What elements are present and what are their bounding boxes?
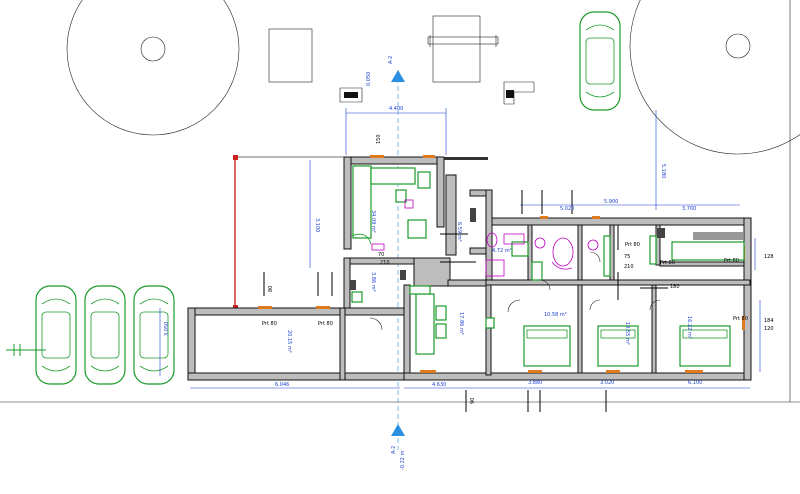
car-left-2: [84, 285, 126, 385]
site-detail-2: [503, 81, 535, 105]
opening-label-6: Prt 80: [660, 260, 675, 266]
dim-bottom-4: 3.020: [600, 380, 614, 386]
code-210a: 210: [380, 260, 390, 266]
code-150: 150: [376, 134, 382, 144]
code-90: 90: [470, 398, 476, 404]
section-marker-top: [391, 70, 405, 82]
section-marker-bottom: [391, 424, 405, 436]
building-walls: [187, 156, 752, 381]
room-area-hall: 6.59 m²: [456, 222, 462, 242]
dim-bottom-3: 3.880: [528, 380, 542, 386]
section-bottom-level: -0.22 m: [400, 450, 406, 470]
opening-label-3: Prt 80: [625, 242, 640, 248]
terrace-outline: [233, 155, 345, 310]
site-boundary: [0, 0, 800, 403]
grid-ticks: [263, 190, 668, 412]
dim-top-2: 5.180: [660, 164, 666, 178]
code-180: 180: [670, 284, 680, 290]
tree-left: [66, 0, 240, 136]
car-top-right: [579, 11, 621, 111]
dim-top-4: 3.700: [682, 206, 696, 212]
pipe-symbol: [427, 35, 499, 47]
entry-arrow: [6, 344, 46, 356]
room-area-kitchen: 17.86 m²: [458, 312, 464, 335]
dim-garage-side: 3.050: [164, 322, 170, 336]
site-block-2: [432, 15, 481, 83]
room-area-bed2: 13.55 m²: [624, 322, 630, 345]
dim-bottom-1: 6.046: [275, 382, 289, 388]
door-swings: [369, 251, 661, 331]
living-furniture: [350, 165, 431, 245]
bed-1: [523, 325, 571, 367]
tree-right: [629, 0, 800, 155]
car-left-3: [133, 285, 175, 385]
dim-side-1: 3.100: [314, 218, 320, 232]
bathroom-fixtures: [371, 199, 599, 277]
room-area-bed3: 16.22 m²: [686, 316, 692, 339]
room-area-store: 3.86 m²: [370, 272, 376, 292]
room-area-bath: 4.72 m²: [492, 248, 512, 254]
site-block-1: [268, 28, 313, 83]
site-detail-1: [339, 87, 363, 103]
dim-top-5: 5.020: [560, 206, 574, 212]
opening-label-1: Prt 80: [262, 321, 277, 327]
dim-bottom-5: 6.100: [688, 380, 702, 386]
room-area-garage: 20.15 m²: [286, 330, 292, 353]
room-area-bed1: 10.58 m²: [544, 312, 567, 318]
dim-top-1: 4.400: [389, 106, 403, 112]
room-area-living: 34.09 m²: [370, 210, 376, 233]
dimension-lines: [159, 108, 761, 389]
code-75: 75: [624, 254, 630, 260]
section-top-level: 0.050: [366, 72, 372, 86]
code-120: 120: [764, 326, 774, 332]
car-left-1: [35, 285, 77, 385]
columns: [350, 208, 743, 290]
bed-2: [597, 325, 639, 367]
code-128: 128: [764, 254, 774, 260]
code-70: 70: [378, 252, 384, 258]
code-80: 80: [268, 286, 274, 292]
bed-3: [679, 325, 731, 367]
opening-label-5: Prt 80: [733, 316, 748, 322]
dim-bottom-2: 4.630: [432, 382, 446, 388]
code-210b: 210: [624, 264, 634, 270]
kitchen-furniture: [351, 285, 495, 355]
opening-label-4: Prt 80: [724, 258, 739, 264]
opening-label-2: Prt 80: [318, 321, 333, 327]
section-bottom-label: A-2: [391, 446, 397, 454]
section-top-label: A-2: [388, 56, 394, 64]
wardrobes: [511, 235, 745, 281]
code-184: 184: [764, 318, 774, 324]
dim-top-3: 5.900: [604, 199, 618, 205]
